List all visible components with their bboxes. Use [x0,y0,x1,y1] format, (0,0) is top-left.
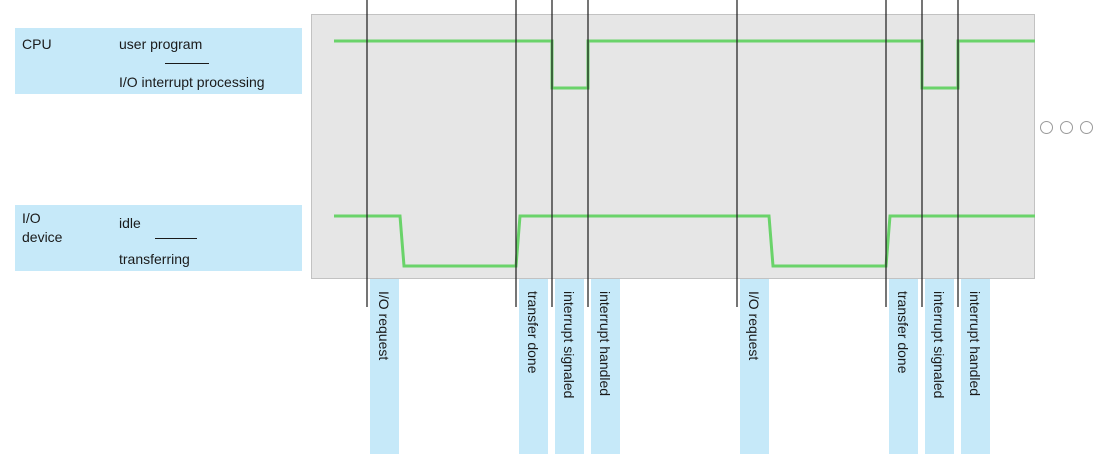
io-row-label: I/O device idle transferring [15,205,302,271]
cpu-state-low-label: I/O interrupt processing [119,74,265,90]
io-signal-line [334,214,1035,268]
event-label-box: transfer done [519,279,548,454]
event-label-box: transfer done [889,279,918,454]
ellipsis-dot [1040,121,1053,134]
cpu-signal-line [334,39,1035,90]
event-label-box: interrupt signaled [555,279,584,454]
cpu-row-label: CPU user program I/O interrupt processin… [15,28,302,94]
cpu-name: CPU [22,36,52,52]
io-state-divider [155,238,197,239]
event-label-box: I/O request [370,279,399,454]
event-label-box: interrupt handled [591,279,620,454]
event-markers [366,0,959,307]
ellipsis-dot [1060,121,1073,134]
timeline-panel [311,14,1035,279]
event-label-box: I/O request [740,279,769,454]
io-state-high-label: idle [119,215,141,231]
cpu-state-high-label: user program [119,36,203,52]
continuation-ellipsis-icon [1040,121,1093,134]
io-state-low-label: transferring [119,251,190,267]
cpu-state-divider [165,63,209,64]
event-label-box: interrupt handled [961,279,990,454]
ellipsis-dot [1080,121,1093,134]
io-device-name-line1: I/O [22,210,41,226]
io-device-name-line2: device [22,229,63,245]
event-label-box: interrupt signaled [925,279,954,454]
